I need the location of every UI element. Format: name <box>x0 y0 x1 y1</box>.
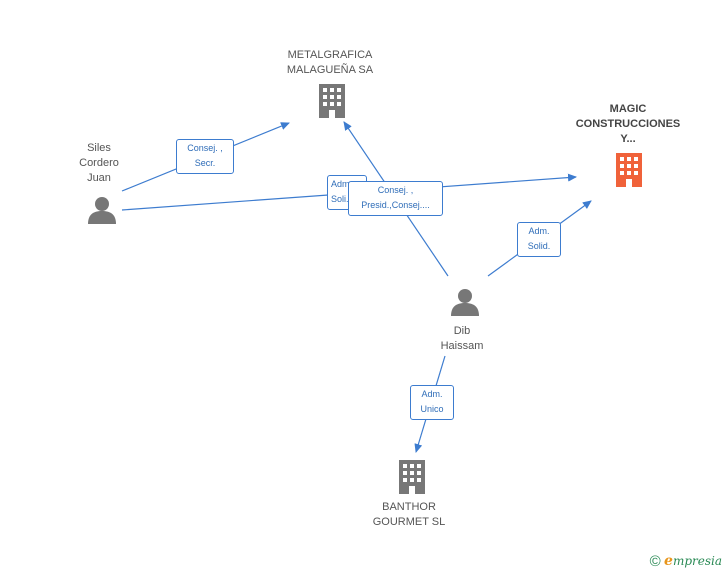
node-label-dib[interactable]: Dib Haissam <box>440 325 484 352</box>
building-icon[interactable] <box>613 153 645 187</box>
building-icon[interactable] <box>396 460 428 494</box>
edge-label-dib-metalgrafica[interactable]: Consej. , Presid.,Consej.... <box>348 181 443 216</box>
building-icon[interactable] <box>316 84 348 118</box>
node-label-metalgrafica[interactable]: METALGRAFICA MALAGUEÑA SA <box>286 49 374 76</box>
person-icon[interactable] <box>87 196 117 224</box>
node-label-banthor[interactable]: BANTHOR GOURMET SL <box>372 501 446 528</box>
copyright-icon: © <box>649 553 661 570</box>
node-label-magic[interactable]: MAGIC CONSTRUCCIONES Y... <box>575 103 681 145</box>
edge-label-dib-magic[interactable]: Adm. Solid. <box>517 222 561 257</box>
edge-label-siles-metalgrafica[interactable]: Consej. , Secr. <box>176 139 234 174</box>
edge-label-dib-banthor[interactable]: Adm. Unico <box>410 385 454 420</box>
person-icon[interactable] <box>450 288 480 316</box>
empresia-logo: © empresia <box>649 553 722 570</box>
node-label-siles[interactable]: Siles Cordero Juan <box>79 142 119 184</box>
